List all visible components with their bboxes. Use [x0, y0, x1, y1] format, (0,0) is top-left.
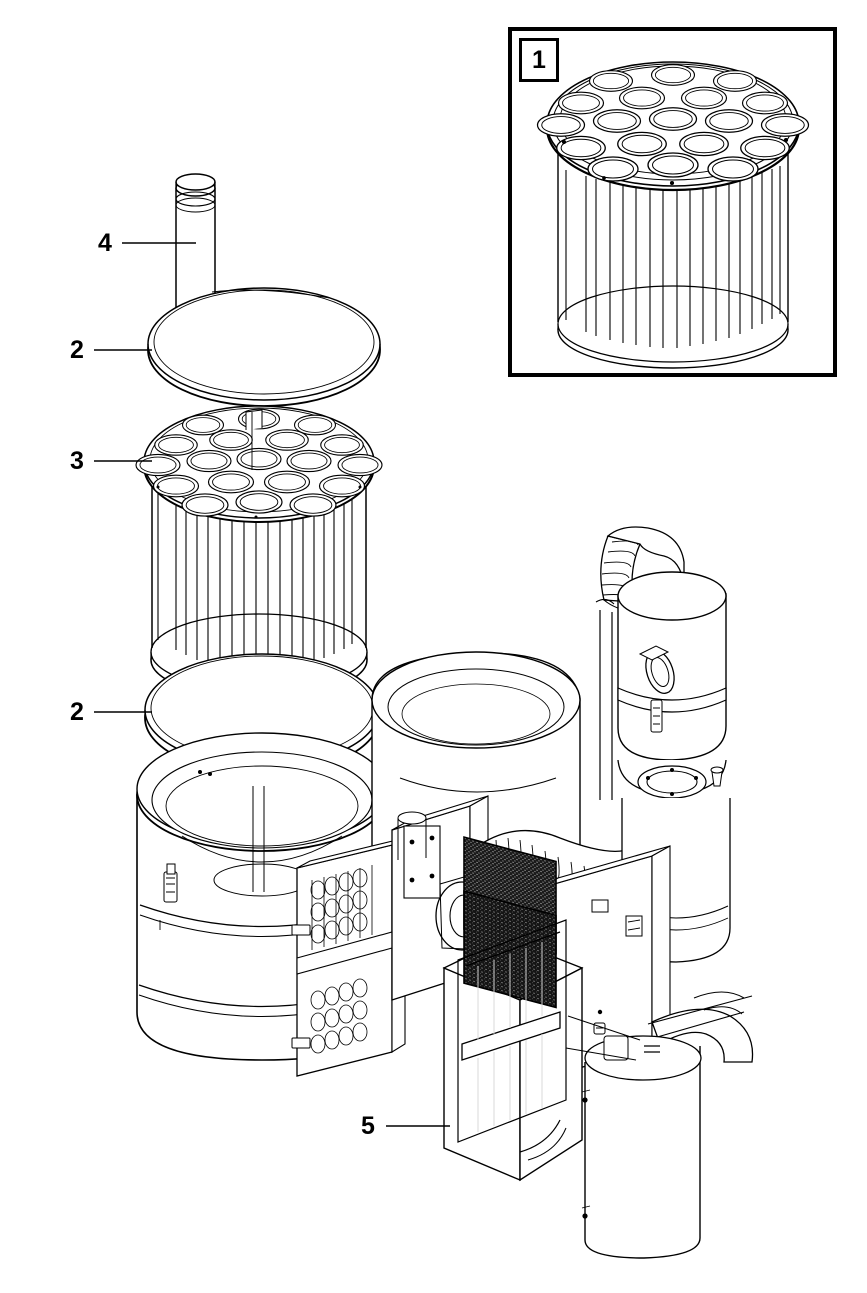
perforated-panel [291, 837, 406, 1077]
callout-2-lower-label: 2 [70, 698, 84, 726]
callout-4-label: 4 [98, 229, 112, 257]
callout-1-label: 1 [532, 45, 546, 74]
part-upper-gasket-ring [147, 287, 381, 407]
callout-5-label: 5 [361, 1112, 375, 1140]
part-mesh-screen-panel [442, 836, 641, 1182]
collection-tank [581, 1035, 702, 1259]
drum-latch [163, 863, 178, 903]
elbow-duct [639, 991, 754, 1063]
callout-2-upper-label: 2 [70, 336, 84, 364]
part-filter-cartridge-assembly [135, 405, 383, 699]
cyclone-separator-tower [595, 571, 731, 963]
inset-detail-frame [508, 27, 837, 377]
callout-leaders [94, 242, 450, 1127]
callout-1-badge: 1 [519, 38, 559, 82]
callout-3-label: 3 [70, 447, 84, 475]
side-port-clamp [638, 645, 675, 733]
